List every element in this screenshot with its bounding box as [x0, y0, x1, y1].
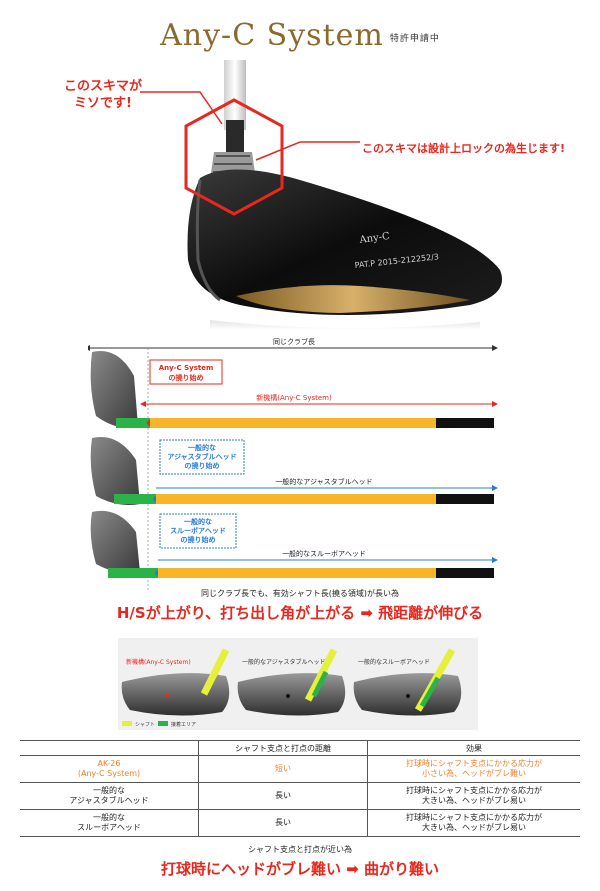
callout-right: このスキマは設計上ロックの為生じます! — [362, 142, 566, 155]
anyc-box — [149, 359, 223, 385]
slow-box-line3: の撓り始め — [181, 535, 216, 544]
shaft-row3 — [158, 568, 436, 578]
legend-shaft-swatch — [122, 721, 132, 726]
hexagon-highlight — [184, 98, 284, 216]
footer-caption: シャフト支点と打点が近い為 — [248, 845, 352, 854]
club-model-text: Any-C — [358, 231, 391, 246]
hosel-row1 — [116, 418, 152, 428]
table-header-1 — [20, 740, 199, 756]
shaft-upper — [224, 60, 246, 130]
callout-left: このスキマが ミソです! — [48, 78, 158, 112]
anyc-box-line1: Any-C System — [159, 364, 214, 372]
table-row: 一般的なアジャスタブルヘッド 長い 打球時にシャフト支点にかかる応力が大きい為、… — [20, 782, 580, 810]
diagram-caption: 同じクラブ長でも、有効シャフト長(撓る領域)が長い為 — [201, 589, 399, 598]
gold-sole-accent — [236, 285, 470, 313]
head-comparison: 新機構(Any-C System) 一般的なアジャスタブルヘッド 一般的なスルー… — [118, 638, 478, 730]
hosel-row2 — [114, 494, 156, 504]
adjust-box-line3: の撓り始め — [185, 461, 220, 470]
page-title: Any-C System 特許申請中 — [0, 18, 600, 53]
table-header-2: シャフト支点と打点の距離 — [198, 740, 368, 756]
adjust-arrow-label: 一般的なアジャスタブルヘッド — [275, 477, 372, 486]
row3-name: 一般的なスルーボアヘッド — [20, 809, 199, 837]
row1-effect: 打球時にシャフト支点にかかる応力が小さい為、ヘッドがブレ難い — [367, 755, 580, 783]
callout-left-line2: ミソです! — [74, 96, 132, 111]
table-header-3: 効果 — [367, 740, 580, 756]
row2-effect: 打球時にシャフト支点にかかる応力が大きい為、ヘッドがブレ易い — [367, 782, 580, 810]
row2-distance: 長い — [198, 782, 368, 810]
slow-box-line1: 一般的な — [184, 517, 212, 526]
table-header-row: シャフト支点と打点の距離 効果 — [20, 740, 580, 756]
shaft-row2 — [156, 494, 436, 504]
row2-name: 一般的なアジャスタブルヘッド — [20, 782, 199, 810]
compare-head-1 — [121, 673, 230, 716]
diagram-headline: H/Sが上がり、打ち出し角が上がる ➡ 飛距離が伸びる — [116, 604, 484, 622]
compare-label-2: 一般的なアジャスタブルヘッド — [242, 658, 325, 666]
grip-row2 — [436, 494, 494, 504]
comparison-table: シャフト支点と打点の距離 効果 AK-26(Any-C System) 短い 打… — [20, 740, 580, 837]
slow-box — [159, 513, 237, 549]
footer-headline: 打球時にヘッドがブレ難い ➡ 曲がり難い — [160, 860, 439, 878]
anyc-box-line2: の撓り始め — [169, 373, 204, 382]
slow-box-line2: スルーボアヘッド — [170, 526, 226, 535]
head-row1 — [90, 351, 138, 428]
legend-area-swatch — [158, 721, 168, 726]
compare-label-1: 新機構(Any-C System) — [126, 658, 191, 666]
legend-shaft: シャフト — [135, 722, 155, 728]
callout-line-right — [255, 141, 360, 161]
row3-distance: 長い — [198, 809, 368, 837]
club-head-illustration: Any-C PAT.P 2015-212252/3 — [140, 60, 502, 330]
top-length-label: 同じクラブ長 — [273, 337, 315, 346]
legend-area: 接着エリア — [171, 721, 196, 728]
hosel-row3 — [108, 568, 158, 578]
head-row2 — [90, 436, 140, 505]
shaft-length-diagram: 同じクラブ長 新機構(Any-C System) Any-C System の撓… — [88, 337, 498, 590]
row3-effect: 打球時にシャフト支点にかかる応力が大きい為、ヘッドがブレ易い — [367, 809, 580, 837]
grip-row1 — [436, 418, 494, 428]
table-row: 一般的なスルーボアヘッド 長い 打球時にシャフト支点にかかる応力が大きい為、ヘッ… — [20, 809, 580, 837]
adjust-box-line1: 一般的な — [188, 443, 216, 452]
head-row3 — [90, 510, 140, 573]
shaft-row1 — [150, 418, 436, 428]
shaft-black — [226, 120, 244, 160]
adjust-box-line2: アジャスタブルヘッド — [167, 452, 236, 461]
row1-distance: 短い — [198, 755, 368, 783]
club-head — [187, 169, 502, 315]
compare-label-3: 一般的なスルーボアヘッド — [358, 658, 430, 666]
compare-head-2 — [237, 673, 346, 716]
adjust-box — [159, 439, 245, 475]
table-row: AK-26(Any-C System) 短い 打球時にシャフト支点にかかる応力が… — [20, 755, 580, 783]
new-structure-label: 新機構(Any-C System) — [256, 393, 332, 402]
title-sub: 特許申請中 — [389, 33, 440, 44]
grip-row3 — [436, 568, 494, 578]
slow-arrow-label: 一般的なスルーボアヘッド — [282, 549, 366, 558]
title-text: Any-C System — [160, 18, 384, 53]
row1-name: AK-26(Any-C System) — [20, 755, 199, 783]
callout-left-line1: このスキマが — [63, 79, 142, 94]
callout-line-left — [140, 91, 223, 125]
